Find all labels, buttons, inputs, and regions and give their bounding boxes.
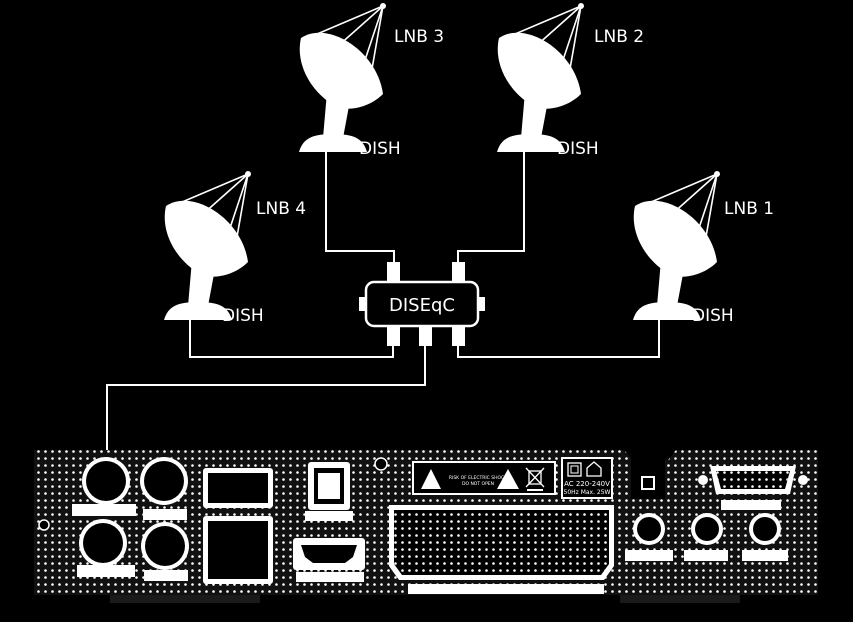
satellite-dish-icon <box>298 2 387 153</box>
dish-label: DISH <box>692 306 734 326</box>
dish-label: DISH <box>557 139 599 159</box>
switch-label: DISEqC <box>389 295 455 316</box>
satellite-dish-icon <box>632 170 721 321</box>
power-rating-label: AC 220-240V 50Hz Max. 25W <box>561 457 613 499</box>
switch-port <box>452 324 465 346</box>
satellite-dish-icon <box>496 2 585 153</box>
lnb-out-connector <box>140 457 188 520</box>
cable-receiver <box>106 345 426 462</box>
rca-audio-right-connector <box>742 513 788 561</box>
coax-cables <box>106 152 660 462</box>
receiver-rear-panel: RISK OF ELECTRIC SHOCK DO NOT OPEN AC 22… <box>34 450 818 603</box>
dish-lnb3: LNB 3 DISH <box>298 2 444 159</box>
dish-lnb1: LNB 1 DISH <box>632 170 774 326</box>
lnb-label: LNB 4 <box>256 199 306 219</box>
dish-lnb4: LNB 4 DISH <box>163 170 306 326</box>
cable-lnb2 <box>457 152 525 263</box>
switch-port <box>387 262 400 284</box>
scart-connector <box>389 505 614 594</box>
dish-label: DISH <box>359 139 401 159</box>
diseqc-switch: DISEqC <box>359 262 485 346</box>
switch-port <box>359 297 367 311</box>
power-rating-text: 50Hz Max. 25W <box>564 489 611 496</box>
switch-port <box>387 324 400 346</box>
lnb-label: LNB 3 <box>394 27 444 47</box>
rf-in-connector <box>77 519 135 577</box>
hdmi-port <box>293 538 365 582</box>
switch-port <box>419 324 432 346</box>
warning-triangle-icon <box>497 469 519 489</box>
warning-triangle-icon <box>421 469 441 489</box>
warning-text: DO NOT OPEN <box>462 481 494 487</box>
weee-bin-icon <box>525 467 545 491</box>
dish-label: DISH <box>222 306 264 326</box>
double-insulation-icon <box>567 462 582 477</box>
warning-text: RISK OF ELECTRIC SHOCK <box>449 475 508 481</box>
rca-video-connector <box>625 513 673 561</box>
lnb-label: LNB 2 <box>594 27 644 47</box>
power-switch <box>631 455 665 499</box>
usb-port <box>305 462 353 521</box>
indoor-use-icon <box>586 461 602 477</box>
cable-lnb4 <box>189 318 394 358</box>
cable-lnb1 <box>457 318 660 358</box>
rca-audio-left-connector <box>684 513 728 561</box>
rs232-port <box>698 466 808 510</box>
rf-out-connector <box>141 522 189 581</box>
switch-port <box>477 297 485 311</box>
ethernet-port <box>203 468 273 508</box>
cable-lnb3 <box>325 152 395 263</box>
satellite-dish-icon <box>163 170 252 321</box>
lnb-label: LNB 1 <box>724 199 774 219</box>
power-rating-text: AC 220-240V <box>564 480 610 488</box>
ethernet-port-2 <box>203 516 273 584</box>
switch-body <box>364 280 480 328</box>
switch-port <box>452 262 465 284</box>
lnb-in-connector <box>72 457 136 516</box>
dish-lnb2: LNB 2 DISH <box>496 2 644 159</box>
warning-label: RISK OF ELECTRIC SHOCK DO NOT OPEN <box>412 461 556 495</box>
